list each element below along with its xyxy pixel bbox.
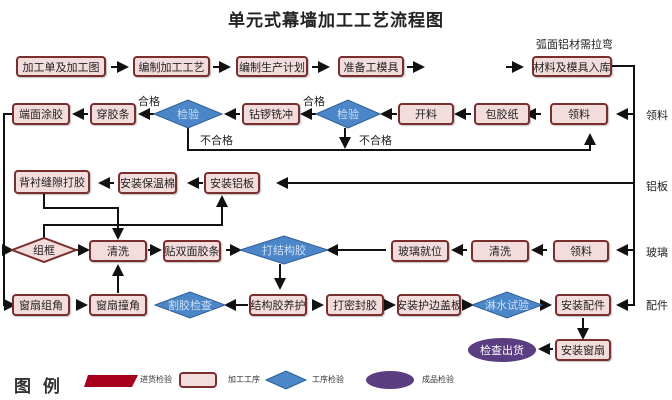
step-double-tape: 贴双面胶条 [163, 240, 221, 262]
left-trunk [3, 113, 16, 311]
inspection-1-label: 检验 [177, 108, 199, 121]
water-test-diamond [470, 291, 544, 319]
water-test-label: 淋水试验 [485, 299, 529, 312]
step-production-plan: 编制生产计划 [236, 56, 308, 77]
glue-cut-check-diamond [153, 291, 227, 319]
legend-parallelogram-icon [84, 375, 138, 387]
step-sash-corner: 窗扇组角 [12, 294, 70, 316]
step-backing-seal: 背衬缝隙打胶 [14, 170, 90, 194]
side-label-glass: 玻璃 [646, 246, 668, 259]
legend-label-process: 加工工序 [228, 375, 260, 384]
step-clean-1: 清洗 [89, 240, 147, 262]
step-processing-order: 加工单及加工图 [16, 56, 106, 77]
step-glue-curing: 结构胶养护 [249, 294, 307, 316]
step-sash-crimp: 窗扇撞角 [89, 294, 147, 316]
step-wrap-tape: 包胶纸 [474, 103, 530, 125]
side-label-fittings: 配件 [646, 299, 668, 312]
arrow [43, 195, 228, 240]
step-install-fittings: 安装配件 [555, 294, 611, 316]
step-drill-mill: 钻锣铣冲 [242, 103, 300, 125]
step-storage: 材料及模具入库 [532, 56, 612, 77]
glue-cut-check-label: 割胶检查 [168, 299, 212, 312]
step-process-plan: 编制加工工艺 [133, 56, 210, 77]
step-glass-pickup: 领料 [553, 240, 609, 262]
arrow [43, 193, 124, 240]
step-end-glue: 端面涂胶 [12, 103, 70, 125]
step-install-sash: 安装窗扇 [555, 339, 611, 361]
inspection-diamond-2 [314, 99, 382, 129]
legend-diamond-icon [264, 370, 308, 390]
inspection-diamond-1 [152, 99, 224, 129]
frame-assembly-label: 组框 [33, 244, 55, 257]
legend-ellipse-icon [366, 371, 414, 389]
step-install-aluminum-panel: 安装铝板 [204, 172, 260, 194]
side-label-aluminum: 铝板 [646, 180, 668, 193]
fail-label-1: 不合格 [200, 134, 233, 147]
step-sealant: 打密封胶 [326, 294, 384, 316]
step-clean-2: 清洗 [471, 240, 529, 262]
fail-loop [187, 128, 596, 151]
pass-label-1: 合格 [138, 95, 160, 108]
incoming-check: 收料及检查 [434, 57, 500, 77]
final-inspection-ship: 检查出货 [468, 338, 536, 362]
frame-assembly-diamond [9, 236, 79, 264]
structural-glue-label: 打结构胶 [262, 244, 306, 257]
step-glass-placement: 玻璃就位 [391, 240, 449, 262]
inspection-2-label: 检验 [337, 108, 359, 121]
legend-label-inspection: 工序检验 [312, 375, 344, 384]
legend-title: 图 例 [14, 377, 63, 397]
legend-label-final: 成品检验 [422, 375, 454, 384]
legend-label-incoming: 进货检验 [140, 375, 172, 384]
page-title: 单元式幕墙加工工艺流程图 [228, 11, 444, 31]
step-install-insulation: 安装保温棉 [118, 172, 177, 194]
side-label-pickup: 领料 [646, 109, 668, 122]
trunk-line [612, 65, 635, 311]
legend-rectangle-icon [179, 372, 217, 388]
step-rubber-strip: 穿胶条 [90, 103, 136, 125]
structural-glue-diamond [238, 235, 330, 265]
step-material-pickup: 领料 [550, 103, 608, 125]
step-edge-cover: 安装护边盖板 [397, 294, 461, 316]
step-cutting: 开料 [398, 103, 454, 125]
pass-label-2: 合格 [303, 95, 325, 108]
fail-label-2: 不合格 [359, 134, 392, 147]
note-bending: 弧面铝材需拉弯 [536, 38, 613, 51]
step-prepare-molds: 准备工模具 [338, 56, 404, 77]
